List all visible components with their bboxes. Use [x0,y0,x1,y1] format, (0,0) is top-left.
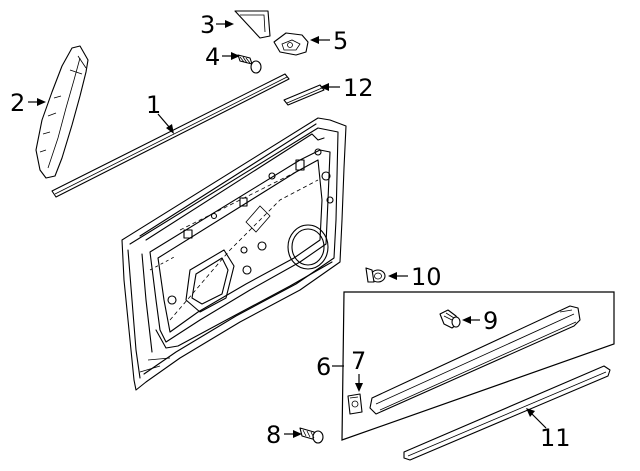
callout-9: 9 [483,307,498,335]
part-9-fastener[interactable] [439,309,461,329]
callout-5: 5 [333,27,348,55]
callout-4: 4 [205,43,220,71]
callout-10: 10 [411,263,442,291]
callout-leaders [28,20,547,438]
callout-3: 3 [200,11,215,39]
callout-1: 1 [146,91,161,119]
callout-7: 7 [351,347,366,375]
part-5-mirror-bracket[interactable] [273,32,309,56]
callout-12: 12 [343,74,374,102]
callout-8: 8 [266,421,281,449]
part-6-side-moulding[interactable] [369,305,581,415]
part-12-moulding-strip[interactable] [283,84,325,106]
part-3-sail-trim[interactable] [234,10,271,39]
part-1-belt-weatherstrip[interactable] [51,73,290,198]
part-8-screw[interactable] [299,427,324,444]
part-2-window-frame-trim[interactable] [35,45,89,179]
part-6-group-box [341,291,615,441]
callout-11: 11 [540,424,571,452]
callout-6: 6 [316,353,331,381]
part-10-clip[interactable] [365,267,386,283]
callout-2: 2 [10,89,25,117]
door-shell[interactable] [121,117,347,391]
part-4-bolt[interactable] [237,54,262,74]
part-7-clip[interactable] [347,393,363,415]
part-11-lower-strip[interactable] [403,365,611,461]
